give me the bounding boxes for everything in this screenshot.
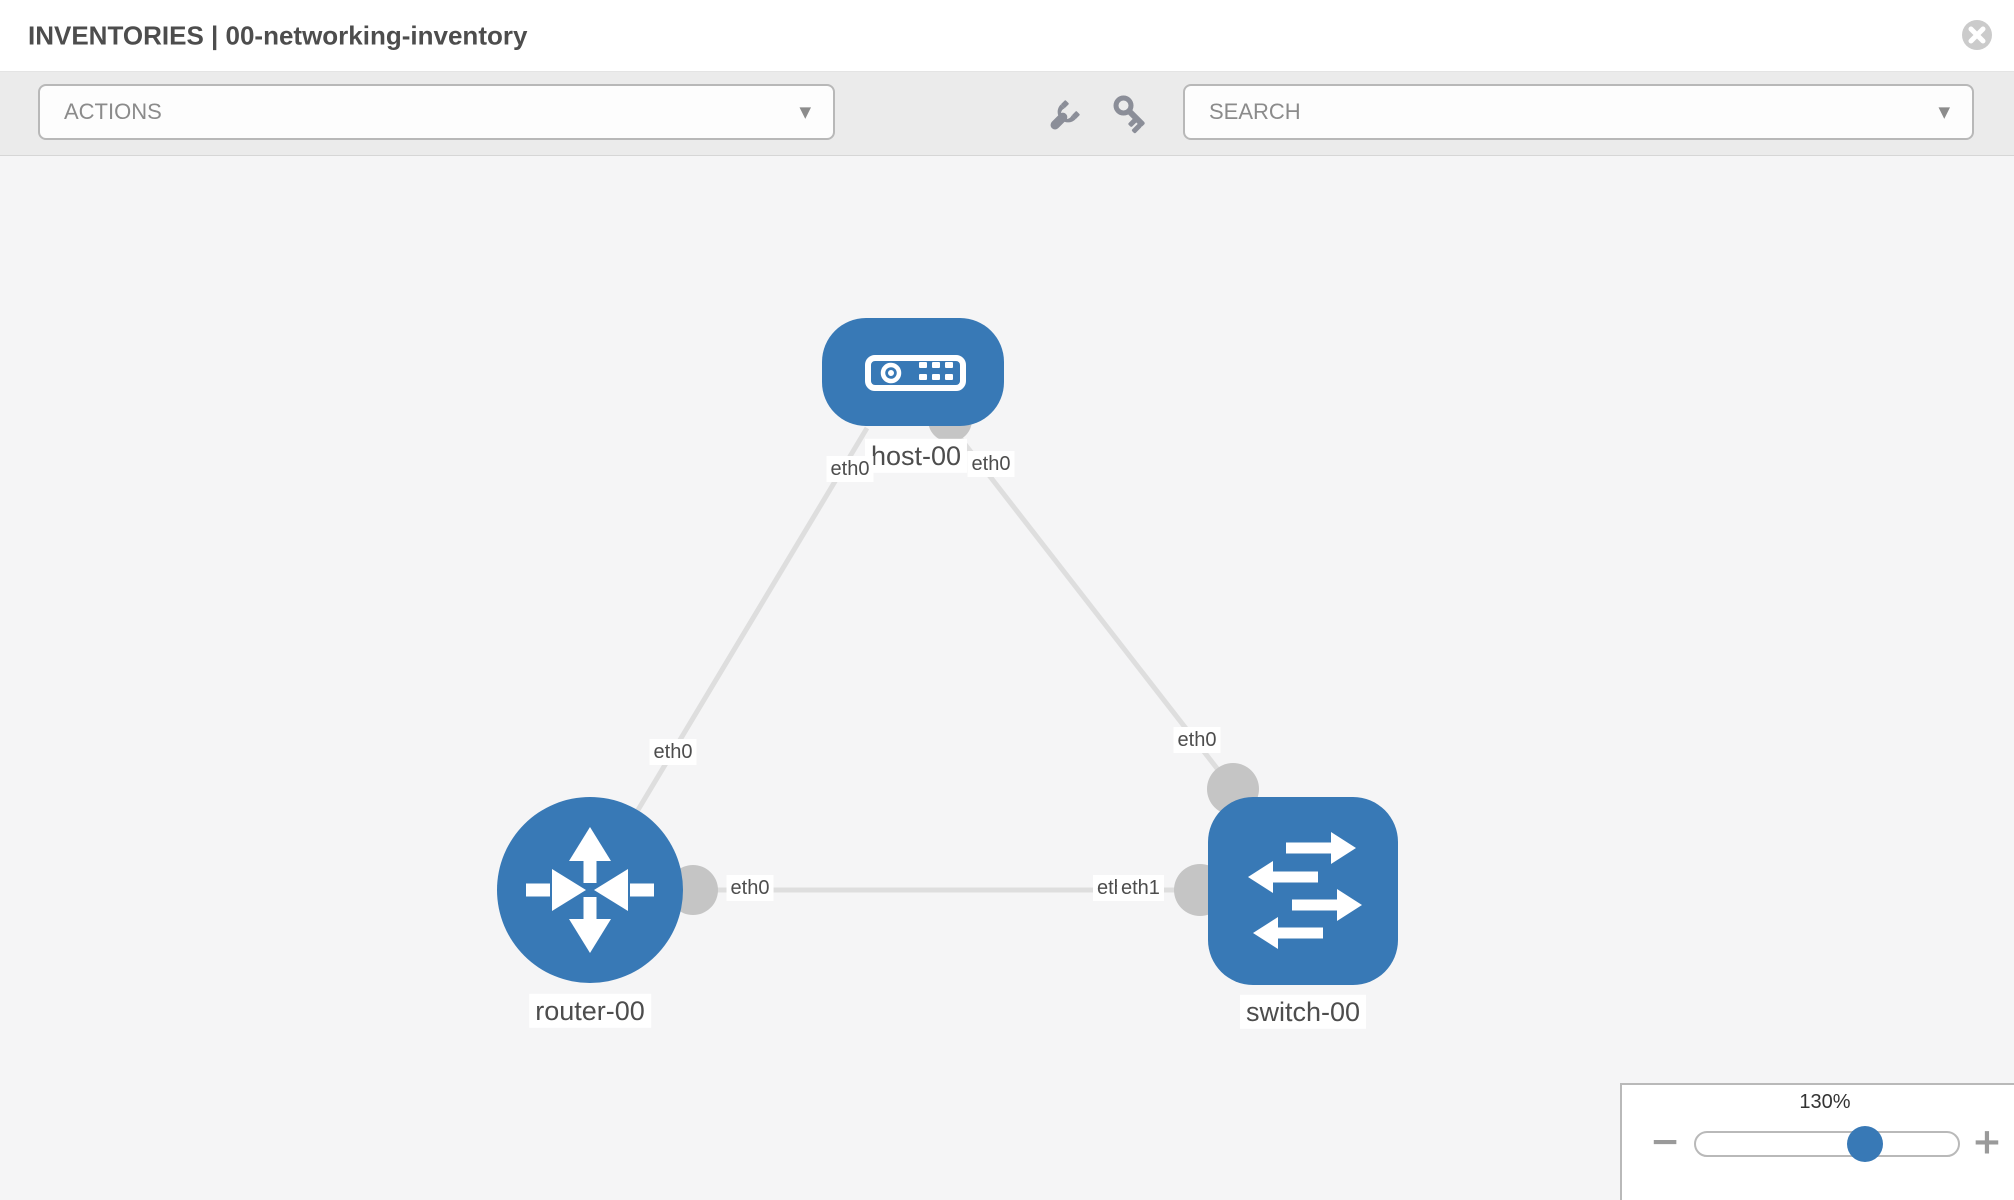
router-arrows-icon (526, 827, 654, 953)
switch-arrows-icon (1248, 832, 1362, 949)
topology-canvas[interactable]: host-00 router-00 switch-00 eth0 eth0 et… (0, 156, 2014, 1200)
node-router-00[interactable] (497, 797, 683, 983)
search-input[interactable] (1185, 86, 1972, 138)
node-label-router-00: router-00 (529, 993, 651, 1029)
key-icon (1113, 95, 1145, 134)
node-host-00[interactable] (822, 318, 1004, 426)
zoom-slider-thumb[interactable] (1847, 1126, 1883, 1162)
zoom-panel: 130% − + (1620, 1083, 2014, 1200)
zoom-level-label: 130% (1799, 1091, 1851, 1113)
port-label-host-eth0-left: eth0 (826, 456, 874, 482)
actions-dropdown-label: ACTIONS (64, 99, 162, 124)
node-label-host-00: host-00 (864, 438, 968, 474)
toolbar: ACTIONS ▼ ▼ (0, 72, 2014, 156)
node-switch-00[interactable] (1208, 797, 1398, 985)
page-title: INVENTORIES | 00-networking-inventory (28, 20, 528, 50)
port-label-router-eth0: eth0 (726, 875, 774, 901)
zoom-out-button[interactable]: − (1649, 1121, 1681, 1163)
wrench-icon (1050, 100, 1080, 130)
server-icon (865, 355, 966, 391)
port-label-router-eth0-uplink: eth0 (649, 739, 697, 765)
configure-button[interactable] (1044, 92, 1088, 136)
zoom-in-button[interactable]: + (1971, 1121, 2003, 1163)
close-button[interactable] (1961, 19, 1993, 51)
actions-dropdown[interactable]: ACTIONS ▼ (38, 84, 835, 140)
node-label-switch-00: switch-00 (1239, 994, 1367, 1030)
port-label-host-eth0-right: eth0 (967, 451, 1015, 477)
chevron-down-icon: ▼ (799, 103, 811, 121)
port-label-switch-eth0-uplink: eth0 (1173, 727, 1221, 753)
x-circle-icon (1962, 20, 1992, 50)
window-header: INVENTORIES | 00-networking-inventory (0, 0, 2014, 72)
credentials-button[interactable] (1110, 92, 1154, 136)
port-label-switch-eth1: eth1 (1117, 875, 1164, 901)
search-dropdown[interactable]: ▼ (1183, 84, 1974, 140)
zoom-slider[interactable] (1694, 1131, 1960, 1157)
